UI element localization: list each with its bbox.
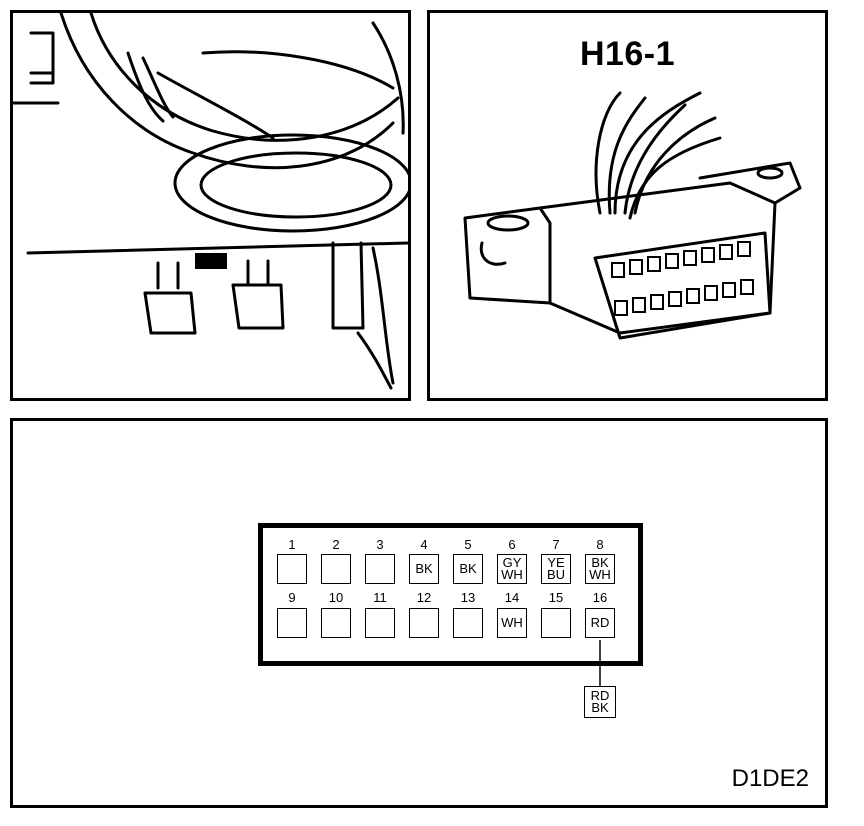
pin-number-8: 8: [596, 537, 604, 552]
external-wire-color-box: RD BK: [584, 686, 616, 718]
pin-number-3: 3: [376, 537, 384, 552]
wire-color: BK: [591, 700, 609, 715]
pin-number-4: 4: [420, 537, 428, 552]
pin-number-14: 14: [504, 590, 520, 605]
wire-color: BK: [459, 561, 477, 576]
left-mounting-tab: [463, 206, 552, 305]
connector-illustration-panel: H16-1: [427, 10, 828, 401]
pin-number-16: 16: [592, 590, 608, 605]
connector-pinout-frame: [258, 523, 643, 666]
wire-color: BU: [546, 567, 566, 582]
pin-4: BK: [409, 554, 439, 584]
pin-2: [321, 554, 351, 584]
connector-face: [593, 231, 772, 340]
pin-14: WH: [497, 608, 527, 638]
wire-color: WH: [589, 567, 611, 582]
pin-number-13: 13: [460, 590, 476, 605]
wire-color: BK: [415, 561, 433, 576]
diagnostic-connector-location: [195, 253, 227, 269]
brake-pedal: [231, 283, 285, 330]
pin-11: [365, 608, 395, 638]
pin-number-10: 10: [328, 590, 344, 605]
pin-13: [453, 608, 483, 638]
pin-15: [541, 608, 571, 638]
wire-16-line: [599, 640, 601, 689]
pin-5: BK: [453, 554, 483, 584]
pin-10: [321, 608, 351, 638]
connector-title: H16-1: [579, 35, 676, 73]
instrument-cluster-oval: [173, 133, 408, 233]
pin-8: BK WH: [585, 554, 615, 584]
wire-color: YE: [547, 555, 565, 570]
pin-number-12: 12: [416, 590, 432, 605]
pin-12: [409, 608, 439, 638]
pin-number-7: 7: [552, 537, 560, 552]
pin-number-6: 6: [508, 537, 516, 552]
pin-number-11: 11: [373, 590, 387, 605]
pin-6: GY WH: [497, 554, 527, 584]
dashboard-illustration: [13, 13, 408, 390]
wire-color: BK: [591, 555, 609, 570]
pin-16: RD: [585, 608, 615, 638]
wire-color: RD: [590, 688, 610, 703]
pin-7: YE BU: [541, 554, 571, 584]
pin-number-2: 2: [332, 537, 340, 552]
pin-3: [365, 554, 395, 584]
pin-1: [277, 554, 307, 584]
pin-9: [277, 608, 307, 638]
clutch-pedal: [143, 291, 197, 335]
wire-color: RD: [590, 615, 610, 630]
wire-color: WH: [501, 615, 523, 630]
pinout-panel: 1 2 3 4 BK 5 BK 6 GY WH 7 YE BU 8 BK WH …: [10, 418, 828, 808]
wire-color: GY: [502, 555, 522, 570]
dashboard-location-panel: [10, 10, 411, 401]
wire-color: WH: [501, 567, 523, 582]
pin-number-1: 1: [288, 537, 296, 552]
pin-number-9: 9: [288, 590, 296, 605]
pin-number-15: 15: [548, 590, 564, 605]
connector-drawing: [463, 91, 802, 340]
diagram-code: D1DE2: [731, 765, 809, 792]
pin-number-5: 5: [464, 537, 472, 552]
